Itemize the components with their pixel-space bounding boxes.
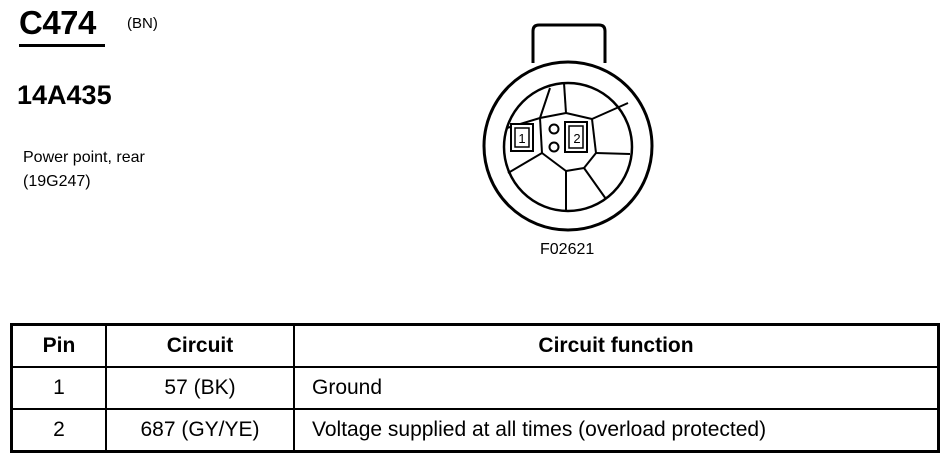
connector-reference: (19G247) — [23, 173, 91, 190]
pin-table: Pin Circuit Circuit function 1 57 (BK) G… — [10, 323, 940, 453]
table-row: 2 687 (GY/YE) Voltage supplied at all ti… — [10, 408, 940, 453]
row-circuit-function: Voltage supplied at all times (overload … — [293, 408, 940, 453]
connector-segment-lines — [506, 82, 631, 211]
pin-1-terminal — [510, 123, 534, 152]
connector-id: C474 — [19, 4, 96, 41]
table-row: 1 57 (BK) Ground — [10, 366, 940, 410]
header-circuit-function: Circuit function — [293, 323, 940, 368]
connector-face-diagram: 1 2 — [482, 23, 654, 232]
row-circuit: 687 (GY/YE) — [105, 408, 295, 453]
pin-2-label: 2 — [573, 131, 580, 146]
polarizing-dot-top — [548, 123, 560, 135]
row-pin: 2 — [10, 408, 107, 453]
connector-inner-ring — [502, 81, 634, 213]
pin-1-label: 1 — [518, 131, 525, 146]
header-pin: Pin — [10, 323, 107, 368]
row-circuit: 57 (BK) — [105, 366, 295, 410]
connector-id-underline — [19, 44, 105, 47]
row-circuit-function: Ground — [293, 366, 940, 410]
row-pin: 1 — [10, 366, 107, 410]
pin-2-terminal — [564, 121, 588, 153]
part-number: 14A435 — [17, 80, 112, 110]
header-circuit: Circuit — [105, 323, 295, 368]
connector-locking-tab — [531, 23, 607, 63]
figure-code: F02621 — [540, 241, 595, 258]
table-header-row: Pin Circuit Circuit function — [10, 323, 940, 368]
connector-description: Power point, rear — [23, 149, 145, 166]
connector-color-code: (BN) — [127, 15, 158, 32]
polarizing-dot-bottom — [548, 141, 560, 153]
